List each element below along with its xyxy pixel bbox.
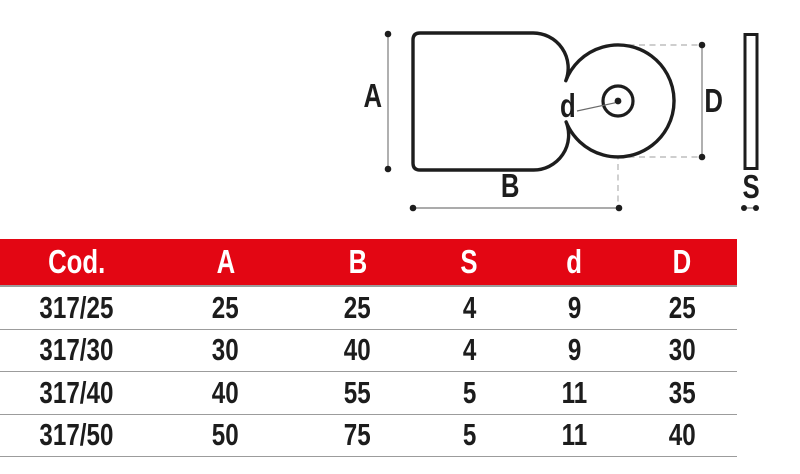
cell-value: 5: [462, 417, 477, 453]
cell-d-small: 11: [522, 417, 627, 453]
cell-value: 317/30: [39, 332, 114, 368]
column-header-d-small: d: [522, 243, 627, 281]
column-header-s: S: [417, 243, 522, 281]
cell-s: 5: [417, 417, 522, 453]
cell-value: 75: [344, 417, 371, 453]
cell-value: 55: [344, 374, 371, 410]
column-header-s-label: S: [460, 243, 479, 280]
side-view-outline: [743, 33, 759, 170]
cell-b: 75: [298, 417, 417, 453]
cell-s: 5: [417, 375, 522, 411]
cell-value: 25: [212, 289, 239, 325]
dim-label-d-small: d: [560, 88, 576, 125]
spec-table: Cod. A B S d D 317/25 25 25 4 9 25 317/3…: [0, 239, 737, 457]
cell-s: 4: [417, 290, 522, 326]
table-row: 317/40 40 55 5 11 35: [0, 372, 737, 415]
column-header-d-small-label: d: [566, 243, 583, 280]
cell-value: 50: [212, 417, 239, 453]
cell-d-big: 35: [627, 375, 737, 411]
cell-value: 40: [668, 417, 696, 453]
cell-value: 25: [668, 289, 696, 325]
cell-cod: 317/50: [0, 417, 153, 453]
dim-label-b: B: [501, 168, 520, 205]
cell-d-small: 11: [522, 375, 627, 411]
dim-label-d-big: D: [704, 83, 723, 120]
table-header-row: Cod. A B S d D: [0, 239, 737, 287]
table-row: 317/50 50 75 5 11 40: [0, 415, 737, 457]
cell-value: 5: [462, 374, 477, 410]
cell-d-small: 9: [522, 290, 627, 326]
dimension-b: [409, 204, 623, 212]
column-header-d-big-label: D: [672, 243, 692, 280]
cell-a: 40: [153, 375, 298, 411]
cell-s: 4: [417, 332, 522, 368]
cell-value: 25: [344, 289, 371, 325]
technical-drawing: A B d D S: [364, 30, 760, 212]
cell-a: 50: [153, 417, 298, 453]
dim-label-a: A: [364, 78, 383, 115]
column-header-d-big: D: [627, 243, 737, 281]
cell-b: 55: [298, 375, 417, 411]
cell-cod: 317/40: [0, 375, 153, 411]
cell-value: 30: [668, 332, 696, 368]
d-leader-line: [576, 102, 616, 112]
column-header-a: A: [153, 243, 298, 281]
column-header-b-label: B: [348, 243, 367, 280]
cell-d-big: 30: [627, 332, 737, 368]
cell-cod: 317/30: [0, 332, 153, 368]
cell-value: 317/50: [39, 417, 114, 453]
cell-value: 35: [668, 374, 696, 410]
cell-value: 11: [561, 417, 588, 453]
cell-cod: 317/25: [0, 290, 153, 326]
table-row: 317/30 30 40 4 9 30: [0, 330, 737, 372]
cell-b: 40: [298, 332, 417, 368]
hole-center-dot: [614, 97, 622, 105]
cell-value: 4: [462, 289, 477, 325]
cell-d-big: 40: [627, 417, 737, 453]
cell-value: 40: [344, 332, 371, 368]
cell-value: 40: [212, 374, 239, 410]
cell-value: 9: [567, 332, 582, 368]
cell-d-small: 9: [522, 332, 627, 368]
cell-value: 317/25: [39, 289, 114, 325]
cell-b: 25: [298, 290, 417, 326]
part-outline: [411, 31, 676, 172]
cell-d-big: 25: [627, 290, 737, 326]
table-row: 317/25 25 25 4 9 25: [0, 287, 737, 330]
cell-value: 317/40: [39, 374, 114, 410]
dimension-d-big: [698, 41, 706, 161]
column-header-cod-label: Cod.: [47, 243, 106, 280]
dimension-s: [741, 205, 759, 211]
cell-a: 25: [153, 290, 298, 326]
dimension-a: [384, 30, 392, 173]
cell-value: 11: [561, 374, 588, 410]
cell-value: 9: [567, 289, 582, 325]
column-header-a-label: A: [216, 243, 235, 280]
cell-a: 30: [153, 332, 298, 368]
column-header-cod: Cod.: [0, 243, 153, 281]
cell-value: 4: [462, 332, 477, 368]
cell-value: 30: [212, 332, 239, 368]
column-header-b: B: [298, 243, 417, 281]
dim-label-s: S: [743, 169, 760, 206]
